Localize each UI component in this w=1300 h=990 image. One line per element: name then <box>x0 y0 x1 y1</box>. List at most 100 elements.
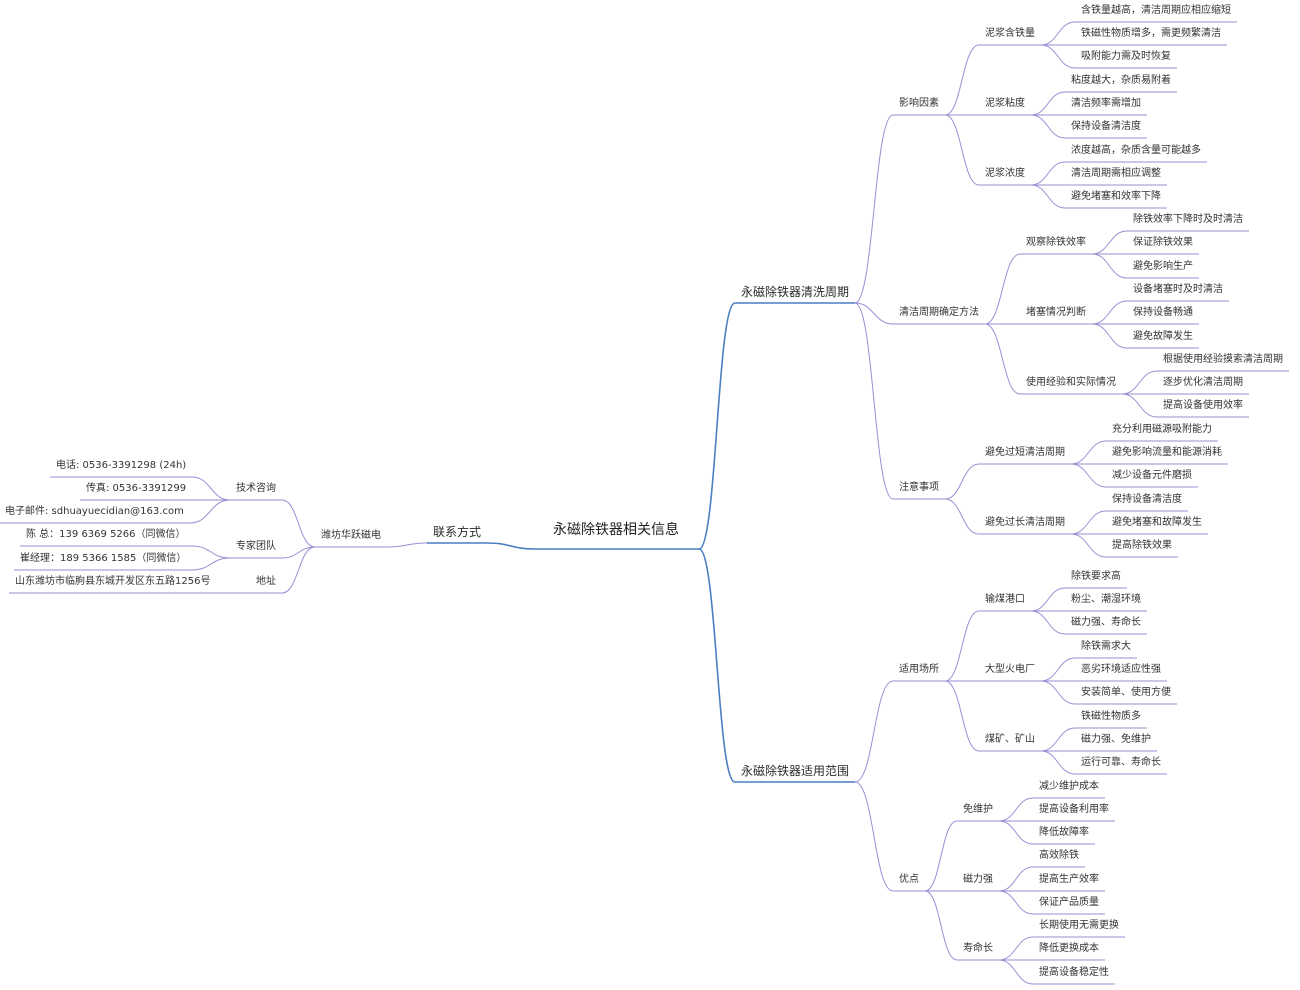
mindmap-node-f1a[interactable]: 含铁量越高，清洁周期应相应缩短 <box>1081 5 1231 16</box>
connector-f3c <box>1030 184 1066 209</box>
mindmap-node-scope[interactable]: 永磁除铁器适用范围 <box>741 764 850 778</box>
mindmap-node-m2[interactable]: 堵塞情况判断 <box>1026 307 1086 318</box>
mindmap-node-m2b[interactable]: 保持设备畅通 <box>1133 307 1193 318</box>
connector-c <box>386 542 428 548</box>
mindmap-node-a[interactable]: 优点 <box>899 874 919 885</box>
mindmap-node-f2c[interactable]: 保持设备清洁度 <box>1071 121 1141 132</box>
mindmap-node-a3a[interactable]: 长期使用无需更换 <box>1039 920 1119 931</box>
connector-s1c <box>1030 610 1066 635</box>
connector-c3 <box>281 546 316 594</box>
connector-n2a <box>1070 510 1107 535</box>
mindmap-node-c[interactable]: 潍坊华跃磁电 <box>321 530 381 541</box>
mindmap-node-f1[interactable]: 泥浆含铁量 <box>985 28 1035 39</box>
mindmap-node-n1b[interactable]: 避免影响流量和能源消耗 <box>1112 447 1222 458</box>
mindmap-node-n2a[interactable]: 保持设备清洁度 <box>1112 494 1182 505</box>
connector-f <box>854 114 894 304</box>
mindmap-node-s2c[interactable]: 安装简单、使用方便 <box>1081 687 1171 698</box>
mindmap-node-m3b[interactable]: 逐步优化清洁周期 <box>1163 377 1243 388</box>
connector-m3c <box>1121 393 1158 418</box>
mindmap-node-s1a[interactable]: 除铁要求高 <box>1071 571 1121 582</box>
mindmap-node-s2b[interactable]: 恶劣环境适应性强 <box>1081 664 1161 675</box>
mindmap-node-clean[interactable]: 永磁除铁器清洗周期 <box>741 285 850 299</box>
mindmap-node-m2a[interactable]: 设备堵塞时及时清洁 <box>1133 284 1223 295</box>
mindmap-node-m1[interactable]: 观察除铁效率 <box>1026 237 1086 248</box>
connector-s2c <box>1040 680 1076 705</box>
mindmap-node-f2a[interactable]: 粘度越大，杂质易附着 <box>1071 75 1171 86</box>
mindmap-node-n1c[interactable]: 减少设备元件磨损 <box>1112 470 1192 481</box>
mindmap-node-m2c[interactable]: 避免故障发生 <box>1133 331 1193 342</box>
connector-m1c <box>1091 253 1128 279</box>
mindmap-root-node[interactable]: 永磁除铁器相关信息 <box>553 522 679 538</box>
mindmap-node-a2c[interactable]: 保证产品质量 <box>1039 897 1099 908</box>
mindmap-node-s3a[interactable]: 铁磁性物质多 <box>1081 711 1141 722</box>
connector-s1a <box>1030 587 1066 612</box>
mindmap-node-s2[interactable]: 大型火电厂 <box>985 664 1035 675</box>
mindmap-node-f2[interactable]: 泥浆粘度 <box>985 98 1025 109</box>
mindmap-node-f3b[interactable]: 清洁周期需相应调整 <box>1071 168 1161 179</box>
mindmap-node-c1[interactable]: 技术咨询 <box>236 483 276 494</box>
mindmap-node-c2a[interactable]: 陈 总：139 6369 5266（同微信） <box>26 529 186 540</box>
mindmap-node-s3c[interactable]: 运行可靠、寿命长 <box>1081 757 1161 768</box>
connector-m1a <box>1091 230 1128 255</box>
mindmap-node-m3a[interactable]: 根据使用经验摸索清洁周期 <box>1163 354 1283 365</box>
mindmap-node-s[interactable]: 适用场所 <box>899 664 939 675</box>
connector-f2a <box>1030 91 1066 116</box>
mindmap-node-a1a[interactable]: 减少维护成本 <box>1039 781 1099 792</box>
mindmap-node-f1c[interactable]: 吸附能力需及时恢复 <box>1081 51 1171 62</box>
mindmap-node-n2c[interactable]: 提高除铁效果 <box>1112 540 1172 551</box>
connector-a3c <box>998 959 1034 985</box>
mindmap-node-a2[interactable]: 磁力强 <box>963 874 993 885</box>
mindmap-node-s1c[interactable]: 磁力强、寿命长 <box>1071 617 1141 628</box>
mindmap-node-s3[interactable]: 煤矿、矿山 <box>985 734 1035 745</box>
mindmap-node-a1b[interactable]: 提高设备利用率 <box>1039 804 1109 815</box>
mindmap-node-f2b[interactable]: 清洁频率需增加 <box>1071 98 1141 109</box>
connector-m2c <box>1091 323 1128 349</box>
mindmap-node-f[interactable]: 影响因素 <box>899 98 939 109</box>
connector-n2 <box>944 498 980 535</box>
mindmap-node-c1b[interactable]: 传真: 0536-3391299 <box>86 483 187 494</box>
connector-a1 <box>924 820 958 892</box>
mindmap-node-contact[interactable]: 联系方式 <box>433 525 482 539</box>
connector-c2a <box>191 545 231 559</box>
mindmap-node-c3a[interactable]: 山东潍坊市临朐县东城开发区东五路1256号 <box>15 576 211 587</box>
mindmap-node-c2[interactable]: 专家团队 <box>236 541 276 552</box>
connector-a1a <box>998 797 1034 822</box>
mindmap-node-c1c[interactable]: 电子邮件: sdhuayuecidian@163.com <box>5 506 184 517</box>
mindmap-node-a3[interactable]: 寿命长 <box>963 943 993 954</box>
mindmap-node-c1a[interactable]: 电话: 0536-3391298 (24h) <box>56 460 187 471</box>
connector-s3c <box>1040 750 1076 775</box>
connector-f2c <box>1030 114 1066 139</box>
mindmap-node-s1b[interactable]: 粉尘、潮湿环境 <box>1071 594 1141 605</box>
mindmap-node-m3[interactable]: 使用经验和实际情况 <box>1026 377 1116 388</box>
mindmap-node-m1b[interactable]: 保证除铁效果 <box>1133 237 1193 248</box>
mindmap-node-n[interactable]: 注意事项 <box>899 482 939 493</box>
connector-m3a <box>1121 370 1158 395</box>
mindmap-node-m3c[interactable]: 提高设备使用效率 <box>1163 400 1243 411</box>
mindmap-node-m1a[interactable]: 除铁效率下降时及时清洁 <box>1133 214 1243 225</box>
connector-s3a <box>1040 727 1076 752</box>
mindmap-node-n2b[interactable]: 避免堵塞和故障发生 <box>1112 517 1202 528</box>
connector-a2c <box>998 890 1034 915</box>
mindmap-node-s1[interactable]: 输煤港口 <box>985 594 1025 605</box>
mindmap-node-n2[interactable]: 避免过长清洁周期 <box>985 517 1065 528</box>
connector-f1 <box>944 44 980 116</box>
mindmap-node-a1c[interactable]: 降低故障率 <box>1039 827 1089 838</box>
mindmap-node-a3c[interactable]: 提高设备稳定性 <box>1039 967 1109 978</box>
mindmap-node-f3a[interactable]: 浓度越高，杂质含量可能越多 <box>1071 145 1201 156</box>
mindmap-node-a2a[interactable]: 高效除铁 <box>1039 850 1079 861</box>
mindmap-node-f1b[interactable]: 铁磁性物质增多，需更频繁清洁 <box>1081 28 1221 39</box>
mindmap-node-a3b[interactable]: 降低更换成本 <box>1039 943 1099 954</box>
mindmap-node-n1[interactable]: 避免过短清洁周期 <box>985 447 1065 458</box>
mindmap-node-f3[interactable]: 泥浆浓度 <box>985 168 1025 179</box>
mindmap-node-s2a[interactable]: 除铁需求大 <box>1081 641 1131 652</box>
mindmap-node-n1a[interactable]: 充分利用磁源吸附能力 <box>1112 424 1212 435</box>
connector-n2c <box>1070 533 1107 558</box>
mindmap-node-s3b[interactable]: 磁力强、免维护 <box>1081 734 1151 745</box>
mindmap-node-m[interactable]: 清洁周期确定方法 <box>899 307 979 318</box>
mindmap-node-c2b[interactable]: 崔经理：189 5366 1585（同微信） <box>20 553 187 564</box>
mindmap-node-a1[interactable]: 免维护 <box>963 804 993 815</box>
mindmap-node-a2b[interactable]: 提高生产效率 <box>1039 874 1099 885</box>
mindmap-node-m1c[interactable]: 避免影响生产 <box>1133 261 1193 272</box>
mindmap-node-f3c[interactable]: 避免堵塞和效率下降 <box>1071 191 1161 202</box>
mindmap-node-c3[interactable]: 地址 <box>256 576 276 587</box>
